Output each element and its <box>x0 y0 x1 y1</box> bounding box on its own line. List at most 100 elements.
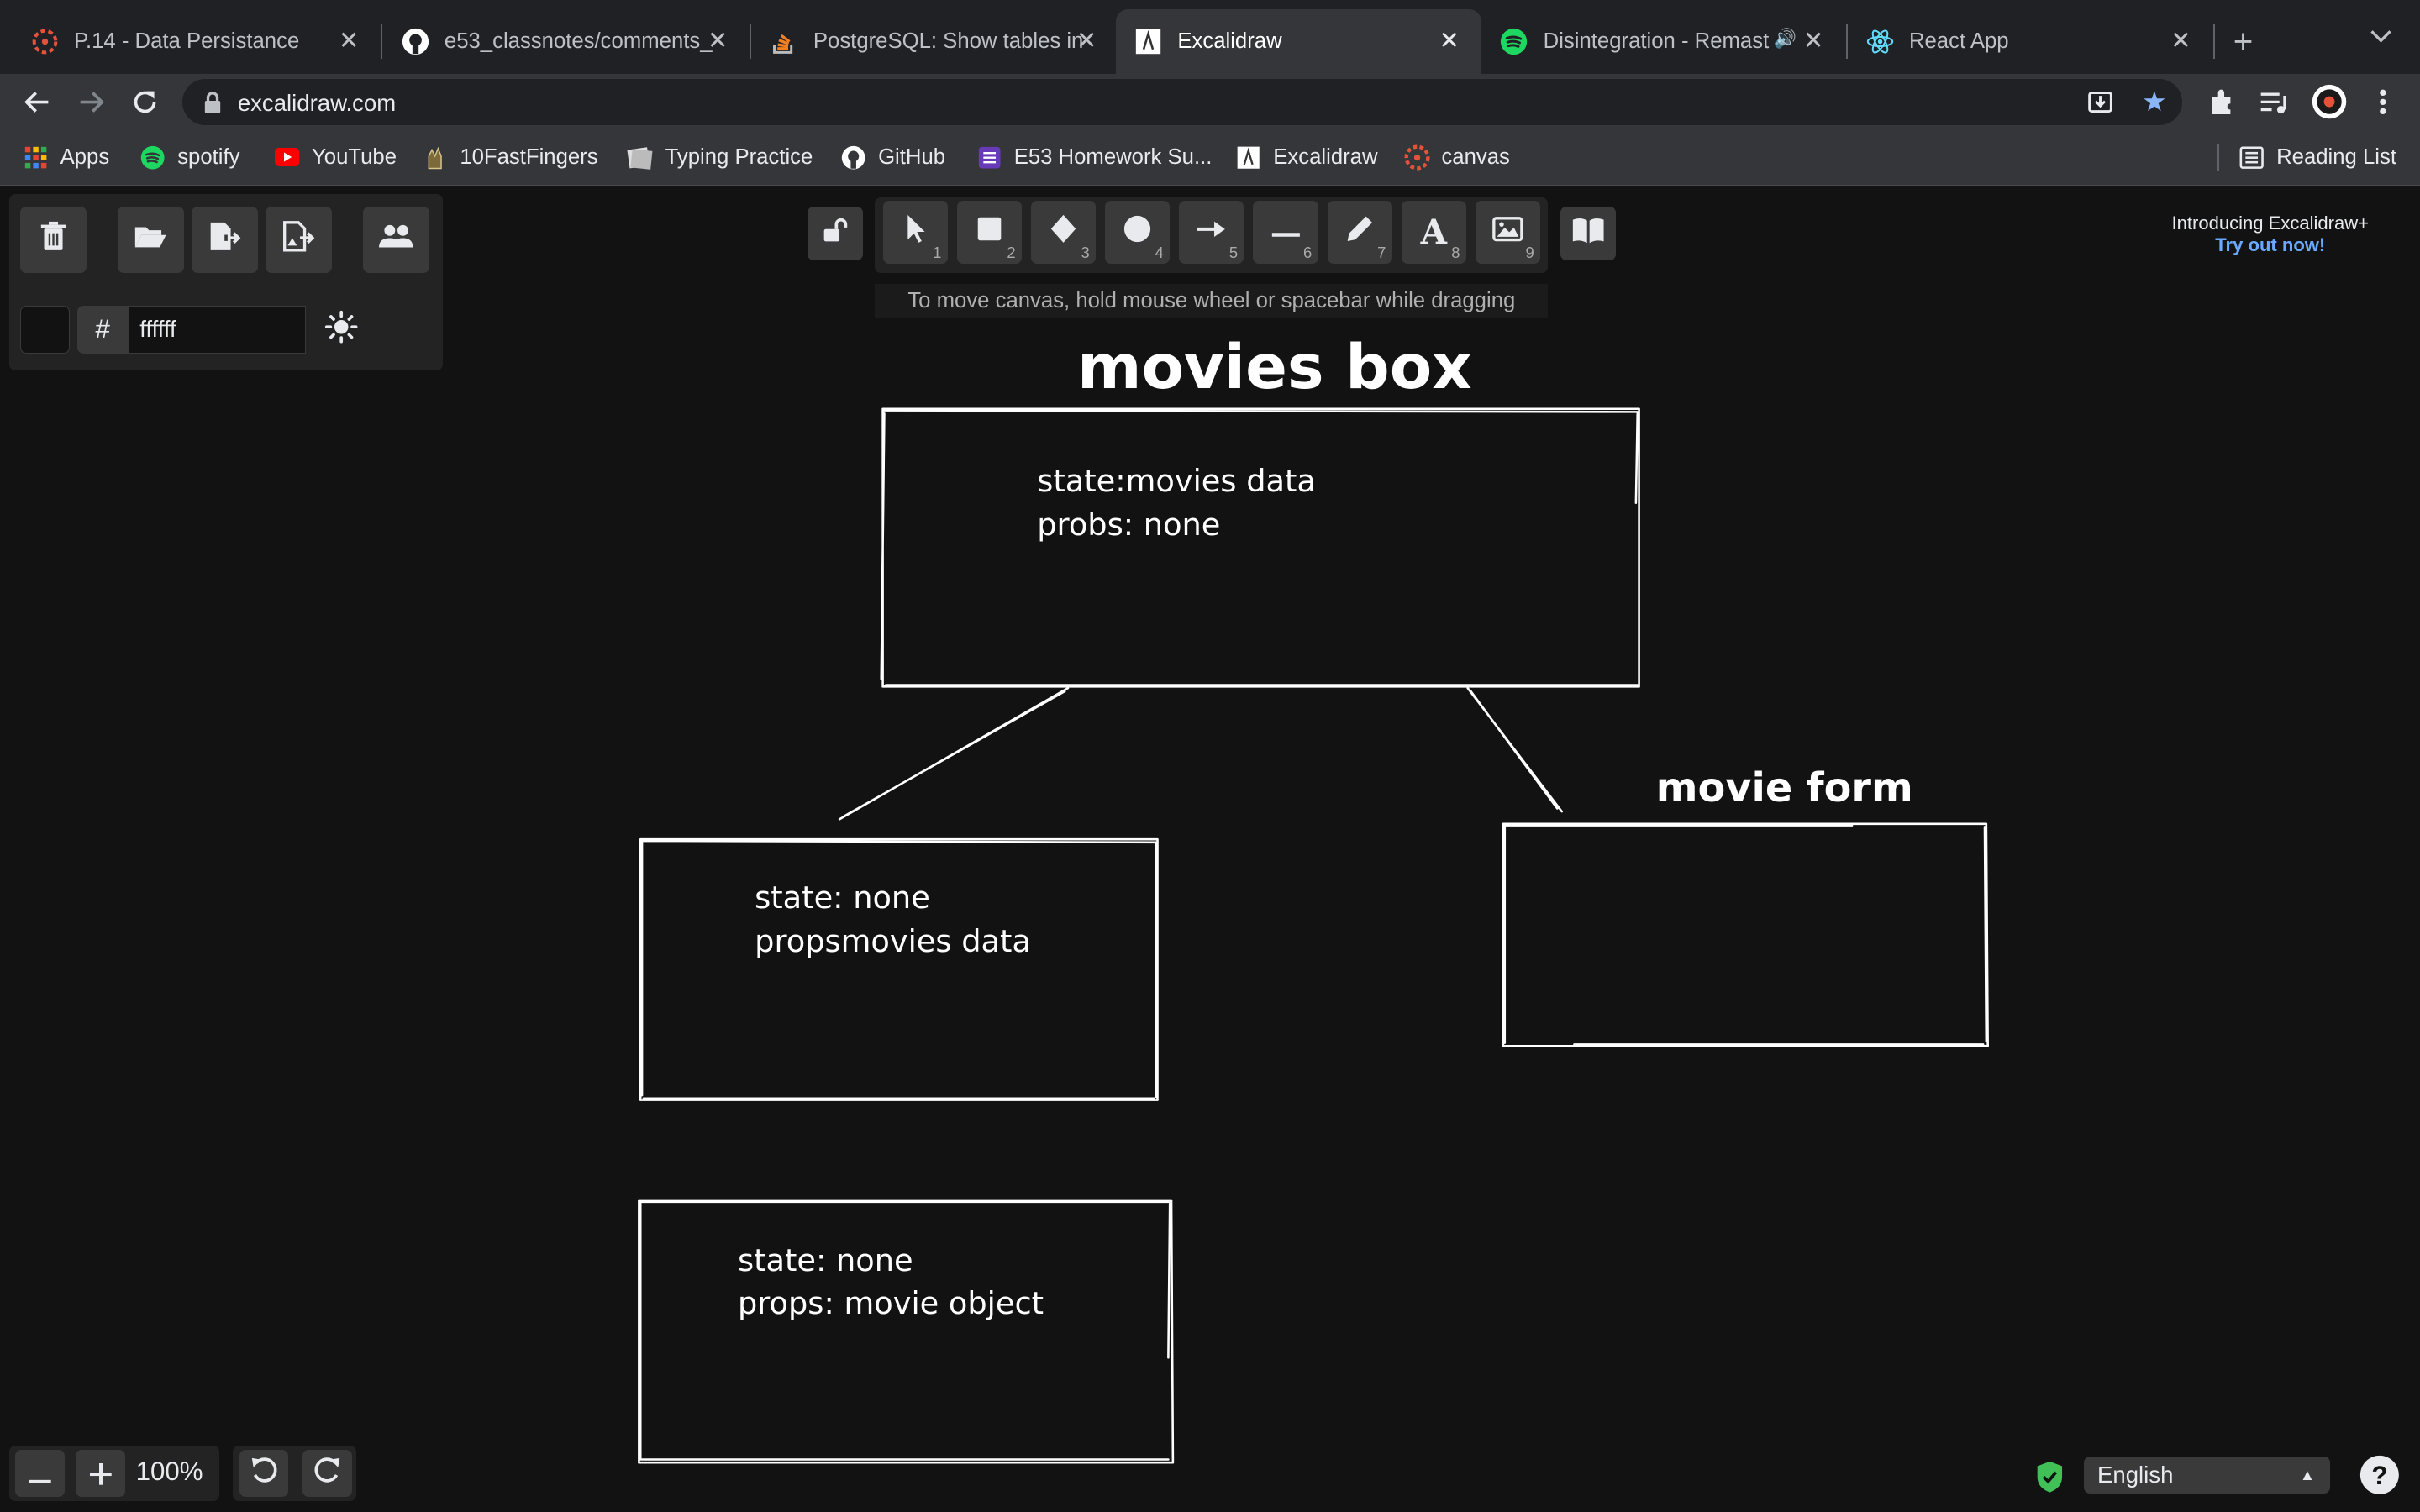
close-icon[interactable]: ✕ <box>1439 27 1460 55</box>
bookmark-e53-homework[interactable]: E53 Homework Su... <box>977 144 1212 171</box>
reload-icon[interactable] <box>127 83 164 120</box>
canvas-background-swatch[interactable] <box>19 305 70 354</box>
library-button[interactable] <box>1560 207 1616 261</box>
promo-link[interactable]: Try out now! <box>2215 234 2326 256</box>
new-tab-icon[interactable]: + <box>2233 21 2254 60</box>
bookmark-excalidraw[interactable]: Excalidraw <box>1236 144 1378 171</box>
close-icon[interactable]: ✕ <box>1802 27 1824 55</box>
save-export-icon <box>208 221 241 259</box>
youtube-icon <box>274 145 300 170</box>
back-arrow-icon[interactable] <box>18 83 55 120</box>
address-bar[interactable]: excalidraw.com ★ <box>182 78 2183 125</box>
close-icon[interactable]: ✕ <box>707 27 729 55</box>
tab-title: Excalidraw <box>1177 29 1282 54</box>
language-select[interactable]: English ▲ <box>2083 1456 2331 1494</box>
shield-check-icon[interactable] <box>2034 1460 2065 1500</box>
theme-toggle-sun-icon[interactable] <box>324 310 358 350</box>
tab-strip: P.14 - Data Persistance ✕ e53_classnotes… <box>0 0 2420 75</box>
bookmark-spotify[interactable]: spotify <box>140 144 239 171</box>
tool-line[interactable]: 6 <box>1253 200 1318 265</box>
bookmarks-bar: Apps spotify YouTube 10FastFingers Typin… <box>0 129 2420 186</box>
close-icon[interactable]: ✕ <box>2170 27 2191 55</box>
tool-ellipse[interactable]: 4 <box>1105 200 1171 265</box>
shortcut-key: 3 <box>1081 244 1090 262</box>
bookmark-10fastfingers[interactable]: 10FastFingers <box>423 144 598 171</box>
background-color-input[interactable]: ffffff <box>128 305 306 354</box>
tab-divider <box>2212 24 2215 59</box>
box2-text[interactable]: state: none propsmovies data <box>755 879 1031 959</box>
tab-divider <box>750 24 752 59</box>
install-app-icon[interactable] <box>2086 88 2114 123</box>
bookmark-canvas[interactable]: canvas <box>1404 144 1510 171</box>
tab-data-persistance[interactable]: P.14 - Data Persistance ✕ <box>0 9 381 74</box>
box1-text[interactable]: state:movies data probs: none <box>1037 463 1316 543</box>
url-text[interactable]: excalidraw.com <box>237 89 397 116</box>
bookmark-typing-practice[interactable]: Typing Practice <box>627 144 813 171</box>
diagram-title-movie-form[interactable]: movie form <box>1655 765 1913 811</box>
media-control-icon[interactable] <box>2258 87 2289 124</box>
extensions-icon[interactable] <box>2206 87 2237 124</box>
clear-canvas-button[interactable] <box>19 207 87 274</box>
reading-list-icon <box>2239 145 2264 170</box>
tab-spotify[interactable]: Disintegration - Remast 🔊 ✕ <box>1470 9 1846 74</box>
ellipse-icon <box>1123 215 1151 249</box>
canvas-hint: To move canvas, hold mouse wheel or spac… <box>875 283 1549 318</box>
tool-lock-button[interactable] <box>807 207 863 261</box>
speaker-icon[interactable]: 🔊 <box>1773 28 1797 50</box>
bookmark-label: spotify <box>177 144 240 169</box>
profile-avatar-icon[interactable] <box>2311 83 2348 127</box>
redo-icon <box>313 1454 341 1494</box>
save-file-button[interactable] <box>191 207 258 274</box>
zoom-out-button[interactable] <box>15 1450 66 1497</box>
tab-classnotes[interactable]: e53_classnotes/comments_ ✕ <box>371 9 750 74</box>
tool-draw[interactable]: 7 <box>1327 200 1392 265</box>
tool-rectangle[interactable]: 2 <box>956 200 1022 265</box>
close-icon[interactable]: ✕ <box>338 27 360 55</box>
connector-line-left <box>838 686 1070 821</box>
forward-arrow-icon[interactable] <box>72 83 109 120</box>
tab-postgresql[interactable]: PostgreSQL: Show tables in ✕ <box>739 9 1119 74</box>
bookmark-apps[interactable]: Apps <box>24 144 109 171</box>
tool-arrow[interactable]: 5 <box>1179 200 1244 265</box>
export-image-button[interactable] <box>265 207 332 274</box>
bookmark-star-icon[interactable]: ★ <box>2142 87 2167 118</box>
box3-text[interactable]: state: none props: movie object <box>737 1242 1044 1322</box>
rectangle-icon <box>976 215 1003 249</box>
redo-button[interactable] <box>302 1450 352 1497</box>
reading-list-button[interactable]: Reading List <box>2239 144 2396 171</box>
unlock-icon <box>821 217 849 251</box>
bookmark-github[interactable]: GitHub <box>841 144 945 171</box>
bookmark-label: YouTube <box>311 144 397 169</box>
pencil-icon <box>1344 213 1376 251</box>
rectangle-child-list <box>639 837 1159 1101</box>
shortcut-key: 8 <box>1451 244 1460 262</box>
hex-prefix: # <box>76 305 129 354</box>
zoom-in-button[interactable] <box>75 1450 125 1497</box>
lock-icon[interactable] <box>203 91 222 119</box>
trash-icon <box>39 221 67 259</box>
close-icon[interactable]: ✕ <box>1076 27 1097 55</box>
tab-react-app[interactable]: React App ✕ <box>1835 9 2213 74</box>
live-collaboration-button[interactable] <box>362 207 429 274</box>
tab-search-icon[interactable] <box>2367 24 2395 53</box>
folder-open-icon <box>134 223 167 257</box>
tool-diamond[interactable]: 3 <box>1030 200 1097 265</box>
tab-excalidraw[interactable]: Excalidraw ✕ <box>1115 9 1482 75</box>
tool-selection[interactable]: 1 <box>882 200 948 265</box>
tool-image[interactable]: 9 <box>1475 200 1541 265</box>
shortcut-key: 5 <box>1228 244 1239 262</box>
bookmark-youtube[interactable]: YouTube <box>274 144 397 171</box>
diagram-title-movies-box[interactable]: movies box <box>1077 331 1472 403</box>
help-icon[interactable]: ? <box>2360 1455 2400 1502</box>
rectangle-child-item <box>638 1199 1175 1464</box>
kebab-menu-icon[interactable] <box>2372 87 2394 124</box>
undo-button[interactable] <box>239 1450 289 1497</box>
open-file-button[interactable] <box>117 207 184 274</box>
shortcut-key: 7 <box>1377 244 1386 262</box>
line-icon <box>1270 218 1302 246</box>
tab-divider <box>1845 24 1848 59</box>
drawing-canvas[interactable] <box>0 186 2420 1512</box>
tool-text[interactable]: A 8 <box>1401 200 1466 265</box>
zoom-reset-value[interactable]: 100% <box>135 1456 203 1486</box>
tab-divider <box>381 24 383 59</box>
